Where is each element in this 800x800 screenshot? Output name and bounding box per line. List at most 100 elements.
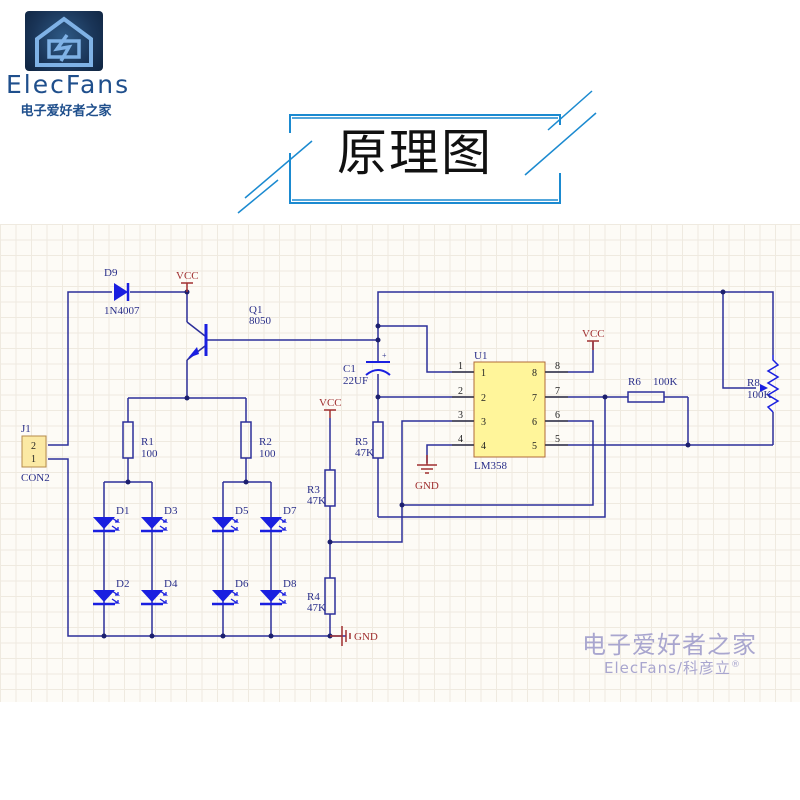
u1-pins bbox=[452, 371, 568, 446]
u1-pin-8: 8 bbox=[532, 368, 537, 379]
potentiometer-r8 bbox=[766, 355, 780, 413]
watermark-en-text: ElecFans/科彦立 bbox=[604, 659, 731, 677]
vcc-label-r3: VCC bbox=[319, 397, 342, 409]
light-emission-icon bbox=[230, 590, 240, 596]
schematic-diagram: D9 1N4007 VCC VCC VCC Q1 8050 2 1 J1 CON… bbox=[21, 267, 780, 646]
connector-j1 bbox=[21, 435, 47, 468]
j1-ref: J1 bbox=[21, 423, 31, 435]
junctions bbox=[101, 289, 726, 639]
led-d2: D2 bbox=[93, 578, 129, 606]
r8-value: 100K bbox=[747, 389, 772, 401]
led-label: D4 bbox=[164, 578, 178, 590]
q1-value: 8050 bbox=[249, 315, 272, 327]
brand-name: ElecFans bbox=[6, 70, 131, 99]
resistor-r4 bbox=[324, 577, 336, 615]
page-title: 原理图 bbox=[337, 124, 493, 182]
elecfans-logo bbox=[25, 11, 103, 71]
led-d8: D8 bbox=[260, 578, 297, 606]
vcc-symbol bbox=[181, 282, 193, 292]
schematic-canvas: D9 1N4007 VCC VCC VCC Q1 8050 2 1 J1 CON… bbox=[0, 224, 800, 702]
led-d6: D6 bbox=[212, 578, 249, 606]
led-label: D3 bbox=[164, 505, 178, 517]
led-d3: D3 bbox=[141, 505, 178, 533]
led-label: D2 bbox=[116, 578, 129, 590]
u1-pin-4: 4 bbox=[481, 441, 486, 452]
led-label: D5 bbox=[235, 505, 249, 517]
gnd-label-u1: GND bbox=[415, 480, 439, 492]
diode-d9 bbox=[114, 283, 130, 301]
watermark-en: ElecFans/科彦立® bbox=[604, 657, 741, 678]
light-emission-icon bbox=[159, 525, 169, 531]
vcc-symbol bbox=[587, 340, 599, 350]
led-d7: D7 bbox=[260, 505, 297, 533]
j1-value: CON2 bbox=[21, 472, 50, 484]
j1-pin-1: 1 bbox=[31, 454, 36, 465]
r3-ref: R3 bbox=[307, 484, 320, 496]
vcc-label-q1: VCC bbox=[176, 270, 199, 282]
d9-ref: D9 bbox=[104, 267, 118, 279]
resistor-r3 bbox=[324, 469, 336, 507]
r2-ref: R2 bbox=[259, 436, 272, 448]
light-emission-icon bbox=[278, 525, 288, 531]
led-d1: D1 bbox=[93, 505, 129, 533]
light-emission-icon bbox=[230, 598, 240, 604]
resistor-r2 bbox=[240, 421, 252, 459]
registered-mark: ® bbox=[730, 660, 741, 670]
led-label: D8 bbox=[283, 578, 297, 590]
u1-pin-2: 2 bbox=[481, 393, 486, 404]
u1-pin-3: 3 bbox=[458, 410, 463, 421]
r5-value: 47K bbox=[355, 447, 374, 459]
light-emission-icon bbox=[278, 598, 288, 604]
led-label: D6 bbox=[235, 578, 249, 590]
c1-polarity: + bbox=[382, 351, 387, 360]
title-banner: 原理图 bbox=[230, 85, 600, 215]
u1-pin-7: 7 bbox=[532, 393, 537, 404]
light-emission-icon bbox=[159, 590, 169, 596]
vcc-symbol bbox=[324, 409, 336, 418]
q1-ref: Q1 bbox=[249, 304, 262, 316]
r6-ref: R6 bbox=[628, 376, 641, 388]
light-emission-icon bbox=[230, 525, 240, 531]
u1-pin-7: 7 bbox=[555, 386, 560, 397]
led-label: D7 bbox=[283, 505, 297, 517]
light-emission-icon bbox=[159, 517, 169, 523]
r4-value: 47K bbox=[307, 602, 326, 614]
gnd-symbol-bottom bbox=[330, 626, 351, 646]
resistor-r6 bbox=[627, 391, 665, 403]
title-frame bbox=[237, 90, 597, 214]
led-d4: D4 bbox=[141, 578, 178, 606]
brand-name-cn: 电子爱好者之家 bbox=[20, 104, 112, 119]
light-emission-icon bbox=[159, 598, 169, 604]
r8-ref: R8 bbox=[747, 377, 760, 389]
j1-pin-2: 2 bbox=[31, 441, 36, 452]
watermark-cn: 电子爱好者之家 bbox=[582, 631, 757, 659]
light-emission-icon bbox=[111, 517, 121, 523]
light-emission-icon bbox=[111, 525, 121, 531]
u1-pin-5: 5 bbox=[555, 434, 560, 445]
capacitor-c1 bbox=[365, 361, 391, 376]
u1-pin-2: 2 bbox=[458, 386, 463, 397]
r1-value: 100 bbox=[141, 448, 158, 460]
r2-value: 100 bbox=[259, 448, 276, 460]
light-emission-icon bbox=[111, 590, 121, 596]
light-emission-icon bbox=[278, 590, 288, 596]
gnd-label-bottom: GND bbox=[354, 631, 378, 643]
r6-value: 100K bbox=[653, 376, 678, 388]
u1-pin-6: 6 bbox=[555, 410, 560, 421]
u1-pin-6: 6 bbox=[532, 417, 537, 428]
u1-pin-8: 8 bbox=[555, 361, 560, 372]
ic-u1 bbox=[473, 361, 546, 458]
u1-pin-1: 1 bbox=[481, 368, 486, 379]
u1-value: LM358 bbox=[474, 460, 508, 472]
wires bbox=[48, 291, 774, 637]
u1-pin-1: 1 bbox=[458, 361, 463, 372]
vcc-label-u1: VCC bbox=[582, 328, 605, 340]
d9-value: 1N4007 bbox=[104, 305, 140, 317]
light-emission-icon bbox=[278, 517, 288, 523]
light-emission-icon bbox=[230, 517, 240, 523]
gnd-symbol-u1 bbox=[417, 455, 437, 474]
r1-ref: R1 bbox=[141, 436, 154, 448]
led-label: D1 bbox=[116, 505, 129, 517]
r8-wiper bbox=[760, 384, 768, 392]
u1-pin-4: 4 bbox=[458, 434, 463, 445]
